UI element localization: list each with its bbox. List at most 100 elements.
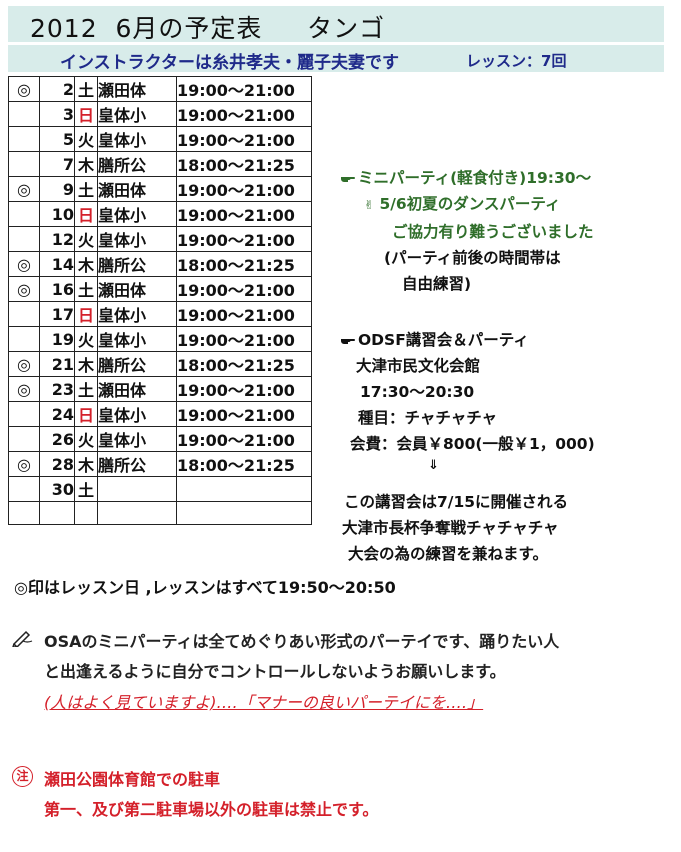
venue: 膳所公 xyxy=(97,351,177,377)
lesson-mark xyxy=(8,151,40,177)
venue: 膳所公 xyxy=(97,151,177,177)
weekday: 木 xyxy=(74,151,98,177)
venue: 瀬田体 xyxy=(97,76,177,102)
day-number: 9 xyxy=(39,176,75,202)
venue: 瀬田体 xyxy=(97,176,177,202)
weekday: 土 xyxy=(74,276,98,302)
thanks-note: ご協力有り難うございました xyxy=(392,223,594,241)
venue xyxy=(97,476,177,502)
lesson-mark xyxy=(8,501,40,525)
weekday: 土 xyxy=(74,76,98,102)
osa-note-line2: と出逢えるように自分でコントロールしないようお願いします。 xyxy=(44,662,506,681)
pointing-hand-icon xyxy=(341,338,355,344)
weekday: 日 xyxy=(74,301,98,327)
parking-rule: 第一、及び第二駐車場以外の駐車は禁止です。 xyxy=(44,800,379,819)
day-number: 14 xyxy=(39,251,75,277)
writing-hand-icon xyxy=(12,630,33,647)
lesson-mark: ◎ xyxy=(8,276,40,302)
time-range: 19:00～21:00 xyxy=(176,176,312,202)
hand-sign-icon: ✌ xyxy=(364,198,375,212)
time-range: 19:00～21:00 xyxy=(176,376,312,402)
day-number: 17 xyxy=(39,301,75,327)
weekday: 日 xyxy=(74,101,98,127)
venue: 皇体小 xyxy=(97,226,177,252)
weekday xyxy=(74,501,98,525)
weekday: 木 xyxy=(74,251,98,277)
time-range: 18:00～21:25 xyxy=(176,151,312,177)
venue: 皇体小 xyxy=(97,401,177,427)
time-range xyxy=(176,476,312,502)
parking-title: 瀬田公園体育館での駐車 xyxy=(44,770,221,789)
caution-badge: 注 xyxy=(12,766,33,787)
page-title: 2012 6月の予定表 タンゴ xyxy=(30,14,386,43)
time-range: 18:00～21:25 xyxy=(176,251,312,277)
down-arrow-icon: ⇓ xyxy=(428,458,439,473)
time-range: 19:00～21:00 xyxy=(176,201,312,227)
lesson-footnote: ◎印はレッスン日 ,レッスンはすべて19:50～20:50 xyxy=(14,578,396,597)
day-number: 2 xyxy=(39,76,75,102)
lesson-mark: ◎ xyxy=(8,376,40,402)
odsf-title: ODSF講習会＆パーティ xyxy=(340,328,529,350)
lesson-mark: ◎ xyxy=(8,451,40,477)
day-number: 28 xyxy=(39,451,75,477)
schedule-row xyxy=(8,501,312,525)
osa-note-line1: OSAのミニパーティは全てめぐりあい形式のパーテイです、踊りたい人 xyxy=(44,632,560,651)
day-number: 23 xyxy=(39,376,75,402)
lesson-mark xyxy=(8,301,40,327)
weekday: 土 xyxy=(74,376,98,402)
day-number: 21 xyxy=(39,351,75,377)
day-number: 7 xyxy=(39,151,75,177)
time-range: 19:00～21:00 xyxy=(176,326,312,352)
lesson-mark xyxy=(8,326,40,352)
day-number: 30 xyxy=(39,476,75,502)
venue xyxy=(97,501,177,525)
time-range: 19:00～21:00 xyxy=(176,101,312,127)
venue: 皇体小 xyxy=(97,326,177,352)
lesson-mark xyxy=(8,201,40,227)
odsf-info-1: この講習会は7/15に開催される xyxy=(344,493,569,511)
weekday: 火 xyxy=(74,126,98,152)
mini-party-line1: ミニパーティ(軽食付き)19:30～ xyxy=(358,169,592,187)
lesson-mark xyxy=(8,426,40,452)
venue: 瀬田体 xyxy=(97,276,177,302)
manner-note: (人はよく見ていますよ)‥‥「マナーの良いパーテイにを‥‥」 xyxy=(44,693,484,712)
free-practice-note-1: (パーティ前後の時間帯は xyxy=(384,249,561,267)
weekday: 土 xyxy=(74,476,98,502)
venue: 皇体小 xyxy=(97,201,177,227)
venue: 膳所公 xyxy=(97,451,177,477)
venue: 皇体小 xyxy=(97,426,177,452)
weekday: 日 xyxy=(74,201,98,227)
lesson-mark xyxy=(8,101,40,127)
day-number xyxy=(39,501,75,525)
weekday: 木 xyxy=(74,351,98,377)
time-range: 19:00～21:00 xyxy=(176,226,312,252)
venue: 皇体小 xyxy=(97,126,177,152)
dance-party-note: ✌ 5/6初夏のダンスパーティ xyxy=(364,192,560,214)
time-range: 19:00～21:00 xyxy=(176,426,312,452)
lesson-mark: ◎ xyxy=(8,251,40,277)
free-practice-note-2: 自由練習) xyxy=(402,275,472,293)
day-number: 26 xyxy=(39,426,75,452)
weekday: 木 xyxy=(74,451,98,477)
venue: 膳所公 xyxy=(97,251,177,277)
day-number: 24 xyxy=(39,401,75,427)
time-range: 19:00～21:00 xyxy=(176,126,312,152)
time-range: 19:00～21:00 xyxy=(176,276,312,302)
odsf-fee: 会費：会員￥800(一般￥1，000) xyxy=(350,435,595,453)
